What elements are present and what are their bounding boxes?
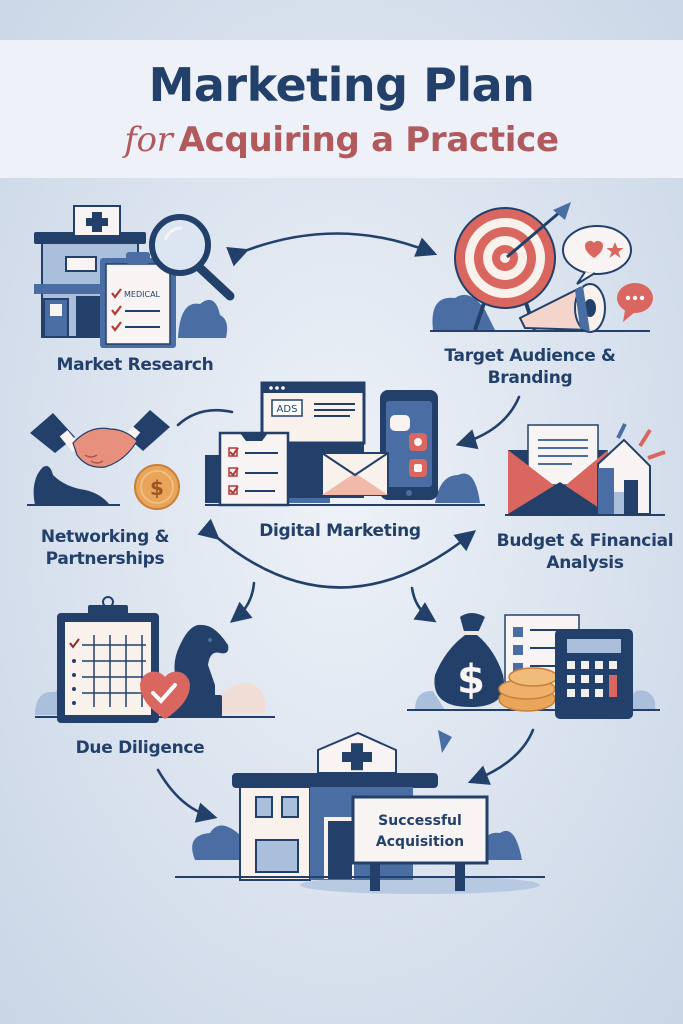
label-target-line1: Target Audience & — [444, 346, 616, 366]
envelope-icon — [321, 452, 389, 496]
label-target-audience: Target Audience & Branding — [430, 345, 630, 389]
bush-icon — [178, 299, 228, 338]
arrow-icon — [506, 202, 571, 259]
clipboard-grid-icon — [57, 596, 159, 723]
svg-text:$: $ — [457, 657, 485, 703]
svg-text:MEDICAL: MEDICAL — [124, 290, 161, 299]
arrow-due-to-acquisition — [156, 768, 218, 823]
handshake-icon — [30, 410, 170, 468]
arrow-target-digital — [455, 395, 521, 450]
chat-bubble-icon — [617, 283, 653, 322]
heart-check-icon — [140, 671, 190, 719]
bush-icon-right — [480, 830, 522, 860]
label-networking-line1: Networking & — [40, 527, 170, 547]
acquisition-illustration: Successful Acquisition — [175, 730, 545, 894]
arrow-finance-to-acquisition — [467, 728, 535, 785]
label-market-research: Market Research — [56, 355, 214, 375]
label-budget-line1: Budget & Financial — [496, 531, 674, 551]
bush-icon — [192, 825, 240, 860]
sign-icon: Successful Acquisition — [351, 795, 489, 891]
subtitle-main: Acquiring a Practice — [178, 120, 559, 160]
house-icon — [597, 438, 651, 515]
label-budget: Budget & Financial Analysis — [495, 530, 675, 574]
coin-icon: $ — [134, 464, 180, 510]
smartphone-icon — [380, 390, 438, 500]
coins-icon — [498, 667, 558, 712]
networking-illustration: $ — [27, 410, 180, 510]
calculator-icon — [555, 629, 633, 719]
speech-bubble-heart-star-icon — [562, 225, 632, 285]
checklist-icon — [218, 431, 290, 507]
hand-icon — [33, 466, 110, 505]
due-diligence-illustration — [35, 596, 275, 723]
market-research-illustration: MEDICAL — [34, 205, 235, 348]
svg-text:Acquisition: Acquisition — [376, 834, 464, 850]
svg-text:Successful: Successful — [378, 813, 462, 829]
page-title: Marketing Plan — [148, 58, 535, 112]
digital-marketing-illustration: ADS — [205, 381, 485, 507]
bush-icon-right — [435, 473, 480, 503]
rock-icon — [215, 683, 266, 713]
svg-text:ADS: ADS — [277, 404, 298, 415]
target-audience-illustration — [430, 202, 653, 333]
arrow-digital-loop — [197, 518, 477, 589]
svg-text:$: $ — [150, 476, 164, 500]
budget-illustration — [505, 423, 666, 516]
clipboard-checklist-icon: MEDICAL — [100, 252, 176, 348]
arrow-to-finance — [410, 586, 437, 623]
label-networking-line2: Partnerships — [45, 549, 165, 569]
money-bag-icon: $ — [434, 613, 505, 707]
arrow-networking-digital — [176, 408, 234, 427]
arrow-research-target — [226, 232, 438, 267]
arrow-to-due-diligence — [229, 581, 256, 623]
target-icon — [454, 207, 556, 331]
label-digital-marketing: Digital Marketing — [259, 521, 421, 541]
bush-icon — [415, 690, 445, 710]
label-target-line2: Branding — [487, 368, 573, 388]
subtitle-prefix: for — [124, 120, 173, 160]
label-budget-line2: Analysis — [546, 553, 624, 573]
bush-icon-right — [627, 690, 656, 710]
label-networking: Networking & Partnerships — [20, 526, 190, 570]
envelope-letter-icon — [508, 424, 608, 514]
label-due-diligence: Due Diligence — [75, 738, 205, 758]
finance-tools-illustration: $ — [407, 613, 660, 719]
magnifying-glass-icon — [149, 214, 235, 301]
megaphone-icon — [518, 283, 606, 333]
